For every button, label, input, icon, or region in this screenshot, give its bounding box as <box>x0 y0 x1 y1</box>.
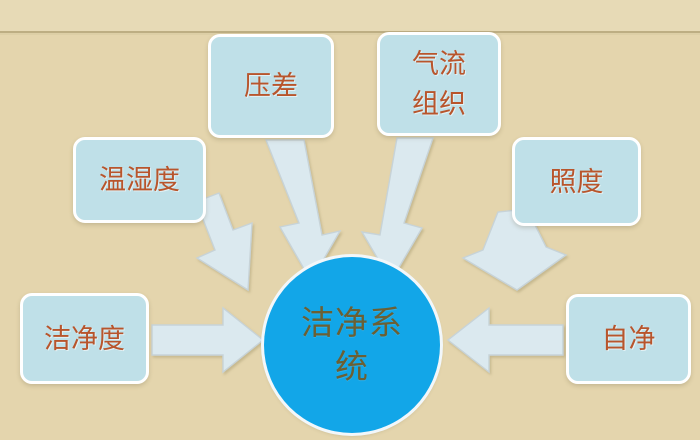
central-node-label: 洁净系统 <box>301 304 403 385</box>
top-band <box>0 0 700 31</box>
node-zhaodu[interactable]: 照度 <box>512 137 641 226</box>
node-label: 洁净度 <box>44 323 125 354</box>
node-wenshidu[interactable]: 温湿度 <box>73 137 206 223</box>
arrow-from-yacha <box>264 139 342 283</box>
arrow-from-qiliuzuzhi <box>360 137 434 283</box>
node-qiliuzuzhi[interactable]: 气流组织 <box>377 32 501 136</box>
top-divider-highlight <box>0 33 700 35</box>
top-divider-line <box>0 31 700 33</box>
node-jiejingdu[interactable]: 洁净度 <box>20 293 149 384</box>
node-label: 压差 <box>244 71 298 101</box>
arrow-from-wenshidu <box>177 192 253 292</box>
arrow-from-zhaodu <box>461 208 568 291</box>
arrow-from-zijing <box>446 306 564 374</box>
node-label: 照度 <box>549 166 604 197</box>
central-node-clean-system[interactable]: 洁净系统 <box>264 257 440 433</box>
node-label: 气流组织 <box>412 49 466 119</box>
node-yacha[interactable]: 压差 <box>208 34 334 138</box>
node-zijing[interactable]: 自净 <box>566 294 691 384</box>
node-label: 自净 <box>601 324 656 354</box>
node-label: 温湿度 <box>99 165 180 195</box>
arrow-from-jiejingdu <box>151 306 265 374</box>
